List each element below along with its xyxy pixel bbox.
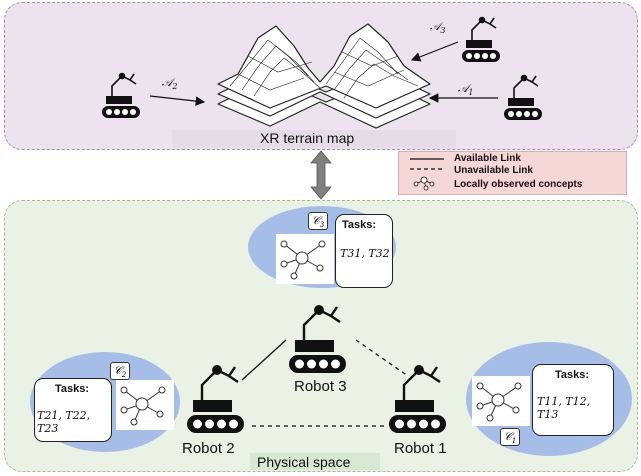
robot1-concept-graph (472, 376, 530, 426)
robot1-task-card: Tasks: T11, T12, T13 (532, 364, 614, 436)
robot3-concept-graph (276, 234, 334, 284)
robot-icon (187, 365, 244, 433)
robot3-label: Robot 3 (294, 378, 347, 395)
robot2-task-list: T21, T22, T23 (37, 409, 91, 435)
robot1-label: Robot 1 (394, 440, 447, 457)
tasks-title: Tasks: (555, 369, 590, 381)
legend-unavailable-link: Unavailable Link (454, 165, 533, 176)
legend-locally-observed-concepts: Locally observed concepts (454, 179, 583, 190)
knowledge-graph-icon (413, 176, 435, 191)
concept-badge-c1: 𝒞1 (500, 428, 520, 446)
physical-space-label-bar (250, 453, 380, 470)
link-a1-label: 𝒜1 (458, 82, 474, 98)
link-a3-label: 𝒜3 (430, 20, 446, 36)
knowledge-graph-icon (120, 386, 166, 426)
robot-icon (504, 74, 542, 120)
double-arrow-icon (310, 150, 332, 200)
xr-label-bar (172, 130, 456, 148)
legend (398, 151, 627, 195)
tasks-title: Tasks: (342, 219, 377, 231)
knowledge-graph-icon (280, 240, 326, 280)
robot-icon (389, 365, 446, 433)
xr-panel (4, 2, 638, 150)
concept-badge-c3: 𝒞3 (308, 212, 328, 230)
physical-space-label: Physical space (257, 454, 351, 470)
unavailable-link-r3-r1 (355, 339, 409, 377)
robot2-task-card: Tasks: T21, T22, T23 (34, 378, 112, 442)
xr-link-arrows (149, 41, 498, 106)
legend-available-link: Available Link (454, 153, 521, 164)
robot3-task-card: Tasks: T31, T32 (335, 214, 393, 288)
robot2-concept-graph (116, 380, 174, 430)
robot3-task-list: T31, T32 (340, 247, 390, 260)
robot-icon (102, 72, 140, 118)
link-a2-arrow (149, 95, 206, 106)
robot-icon (289, 305, 346, 373)
robot2-label: Robot 2 (182, 440, 235, 457)
legend-symbols (410, 158, 444, 191)
robot1-task-list: T11, T12, T13 (537, 395, 591, 421)
link-a3-arrow (410, 41, 459, 62)
concept-badge-c2: 𝒞2 (110, 362, 130, 380)
robot-icon (462, 16, 500, 62)
link-a2-label: 𝒜2 (162, 76, 178, 92)
xr-terrain-map-label: XR terrain map (260, 130, 355, 146)
available-link-r2-r3 (241, 339, 287, 381)
tasks-title: Tasks: (55, 383, 90, 395)
knowledge-graph-icon (476, 382, 522, 422)
